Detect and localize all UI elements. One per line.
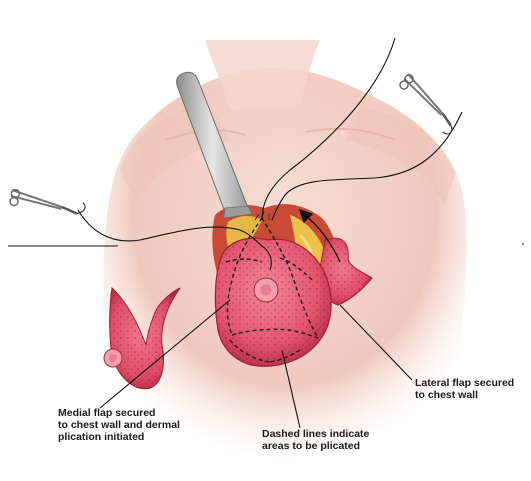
hemostat-clamp-icon (9, 188, 86, 215)
caption-line: to chest wall and dermal (58, 419, 180, 431)
caption-line: plication initiated (58, 431, 145, 443)
plication-dashed-lines (225, 217, 319, 363)
direction-arrow (298, 208, 341, 263)
caption-line: areas to be plicated (262, 440, 361, 452)
right-breast-mound (212, 204, 373, 367)
retractor-icon (176, 71, 253, 219)
left-breast-flap (103, 286, 181, 390)
caption-line: Lateral flap secured (415, 377, 515, 389)
suture-threads (77, 37, 463, 271)
caption-medial-flap: Medial flap secured to chest wall and de… (58, 407, 180, 443)
leader-lines (99, 299, 413, 429)
caption-dashed-lines: Dashed lines indicate areas to be plicat… (262, 428, 369, 452)
hemostat-clamp-icon (399, 73, 453, 135)
caption-lateral-flap: Lateral flap secured to chest wall (415, 377, 514, 401)
caption-line: to chest wall (415, 389, 479, 401)
caption-line: Dashed lines indicate (262, 428, 370, 440)
caption-line: Medial flap secured (58, 407, 156, 419)
